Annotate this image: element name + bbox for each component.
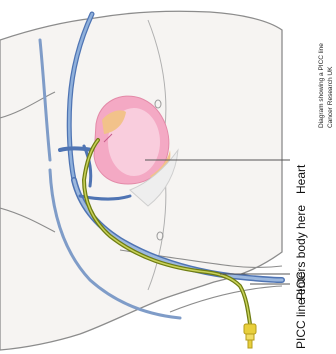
heart-label: Heart: [294, 165, 308, 194]
picc-label: PICC: [294, 271, 308, 300]
diagram-credit: Cancer Research UK: [327, 67, 335, 128]
picc-connector: [244, 324, 256, 348]
diagram-caption: Diagram showing a PICC line: [318, 43, 326, 128]
